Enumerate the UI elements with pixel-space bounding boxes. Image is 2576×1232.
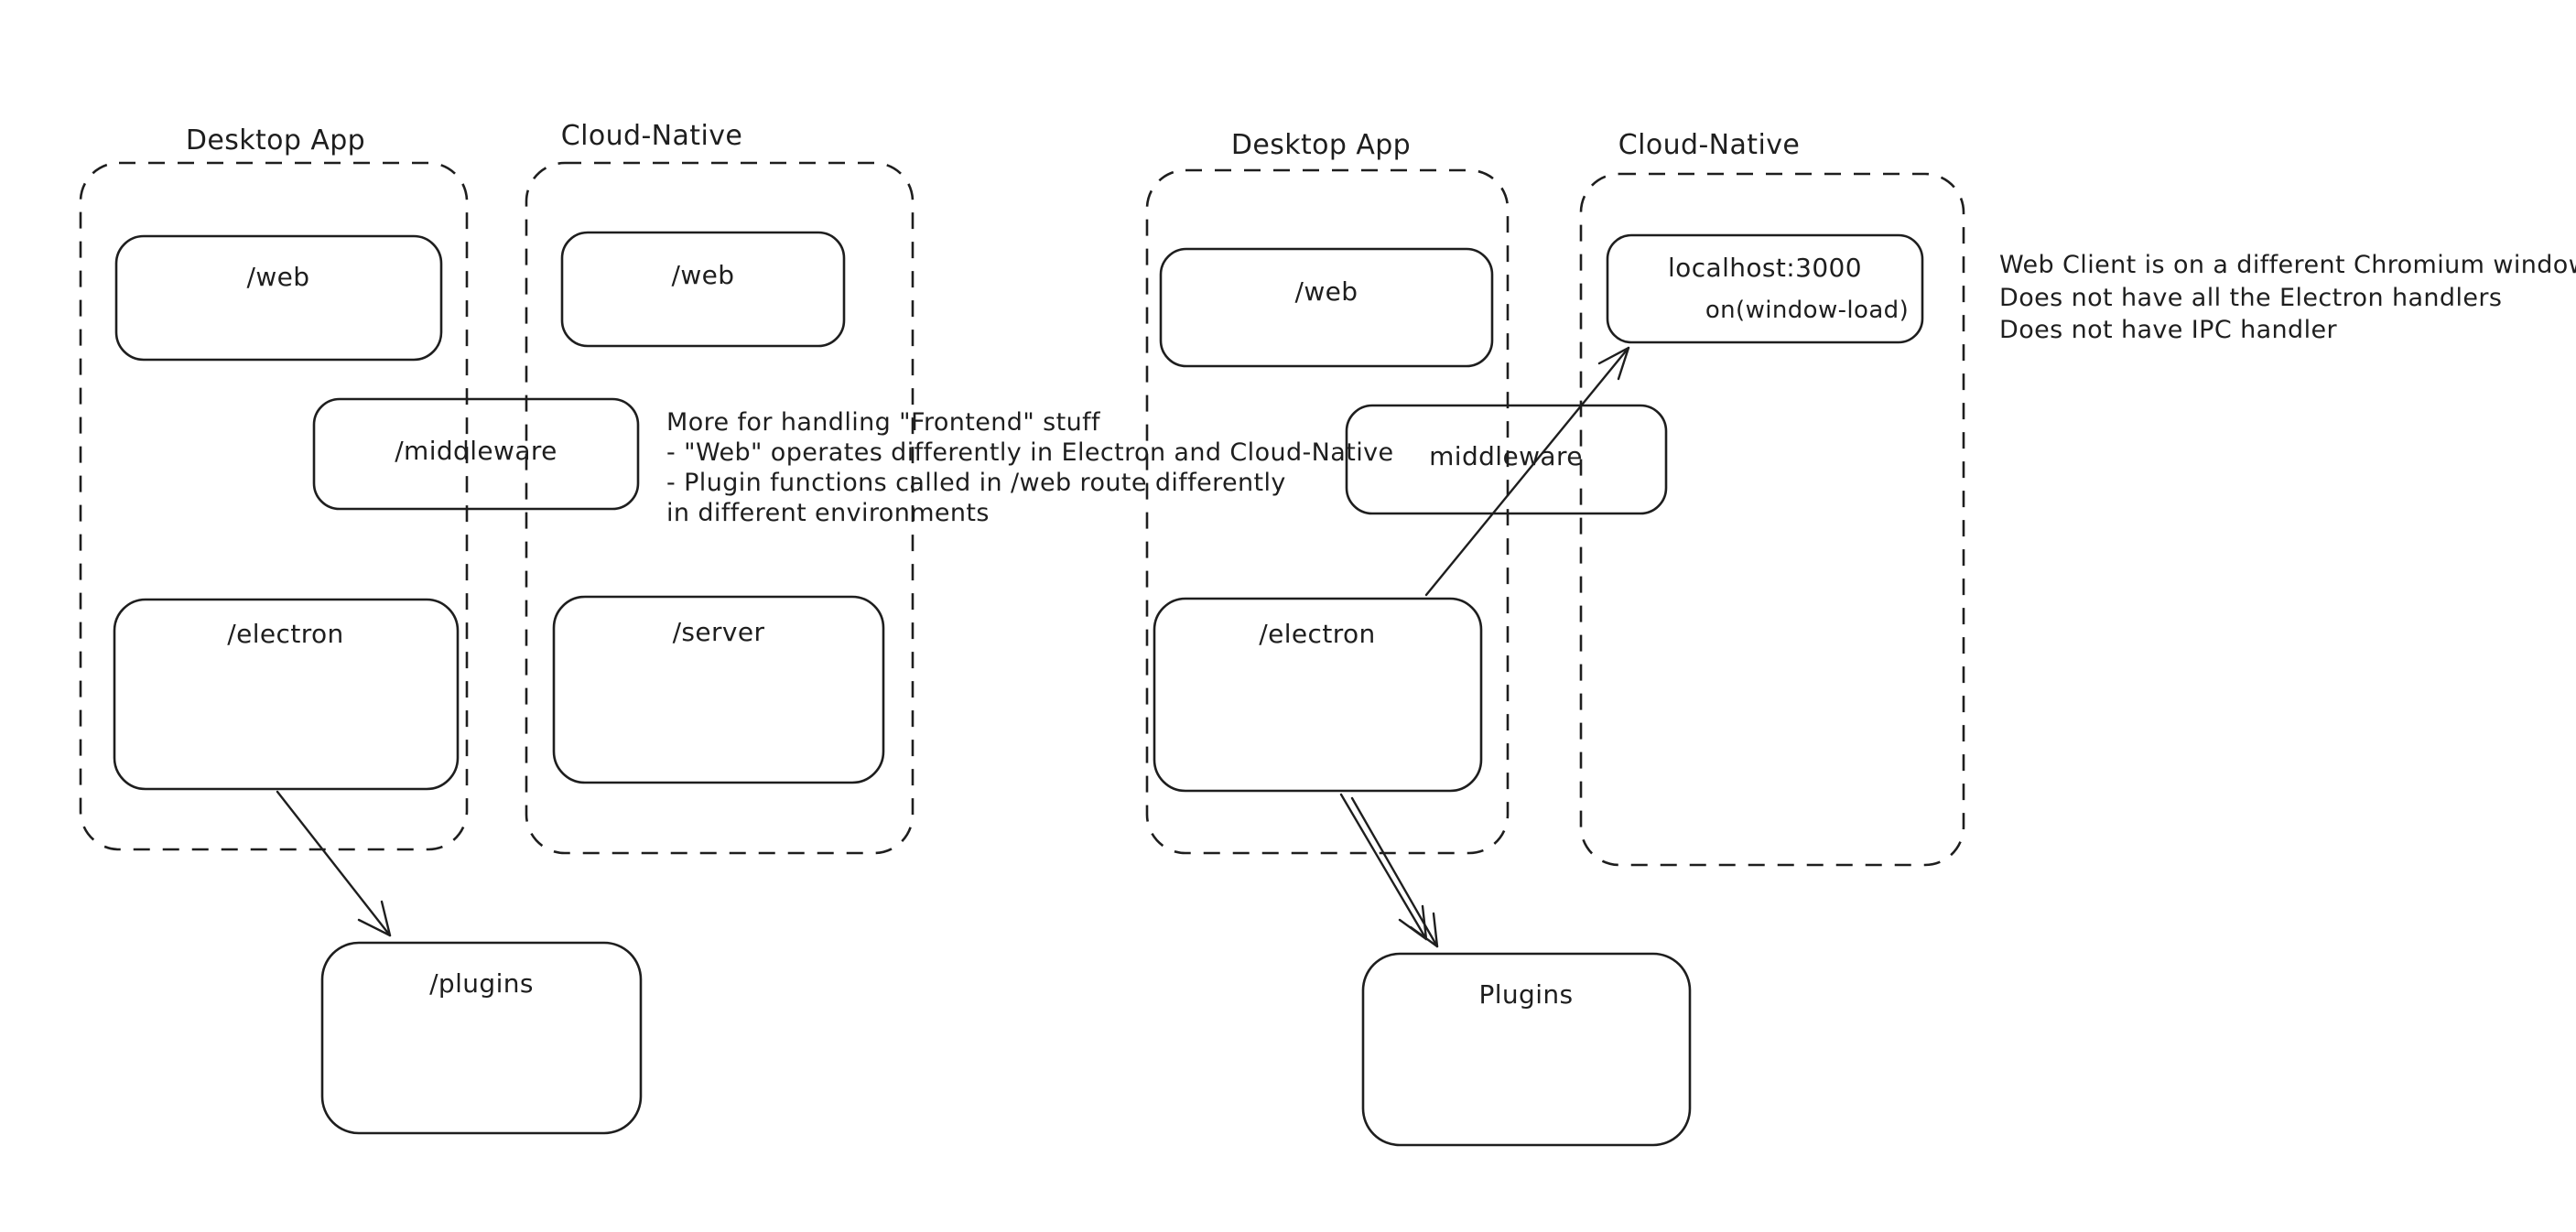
- left-plugins-box: [320, 941, 643, 1135]
- left-desktop-title: Desktop App: [186, 124, 365, 157]
- left-web-box: [114, 234, 443, 362]
- right-web-box: [1159, 247, 1494, 368]
- right-localhost-label: localhost:3000: [1668, 253, 1862, 283]
- right-middleware-box: [1345, 404, 1668, 515]
- arrow-left-electron-to-plugins: [276, 790, 392, 937]
- arrow-right-electron-to-plugins: [1339, 793, 1439, 948]
- right-plugins-box: [1361, 952, 1692, 1147]
- left-web-label: /web: [247, 262, 310, 292]
- red-note-line-2: Does not have all the Electron handlers: [1999, 284, 2502, 312]
- right-electron-box: [1153, 597, 1483, 793]
- green-note-line-1: More for handling "Frontend" stuff: [666, 408, 1101, 437]
- left-cloud-web-label: /web: [672, 260, 735, 290]
- left-server-box: [552, 595, 885, 784]
- green-note-line-4: in different environments: [666, 499, 990, 527]
- right-window-load-label: on(window-load): [1705, 297, 1909, 324]
- arrow-electron-to-localhost: [1424, 346, 1630, 597]
- right-web-label: /web: [1295, 276, 1358, 307]
- left-electron-label: /electron: [227, 619, 343, 649]
- left-cloud-web-box: [560, 231, 846, 348]
- right-cloud-container: [1579, 172, 1965, 867]
- green-note-line-2: - "Web" operates differently in Electron…: [666, 438, 1394, 467]
- left-cloud-container: [525, 161, 915, 855]
- red-note: Web Client is on a different Chromium wi…: [1999, 251, 2576, 344]
- green-note: More for handling "Frontend" stuff - "We…: [666, 408, 1394, 527]
- right-middleware-label: middleware: [1429, 441, 1583, 471]
- right-cloud-title: Cloud-Native: [1618, 129, 1800, 161]
- left-desktop-container: [79, 161, 469, 851]
- red-note-line-3: Does not have IPC handler: [1999, 316, 2338, 344]
- right-localhost-box: [1606, 233, 1924, 344]
- red-note-line-1: Web Client is on a different Chromium wi…: [1999, 251, 2576, 279]
- right-electron-label: /electron: [1259, 619, 1375, 649]
- left-plugins-label: /plugins: [429, 968, 534, 999]
- green-note-line-3: - Plugin functions called in /web route …: [666, 469, 1286, 497]
- left-middleware-box: [312, 397, 640, 511]
- right-desktop-title: Desktop App: [1231, 129, 1411, 161]
- left-server-label: /server: [673, 617, 765, 647]
- right-plugins-label: Plugins: [1478, 979, 1573, 1010]
- right-desktop-container: [1145, 168, 1510, 855]
- left-electron-box: [113, 598, 460, 791]
- left-middleware-label: /middleware: [395, 436, 557, 466]
- left-cloud-title: Cloud-Native: [561, 120, 742, 152]
